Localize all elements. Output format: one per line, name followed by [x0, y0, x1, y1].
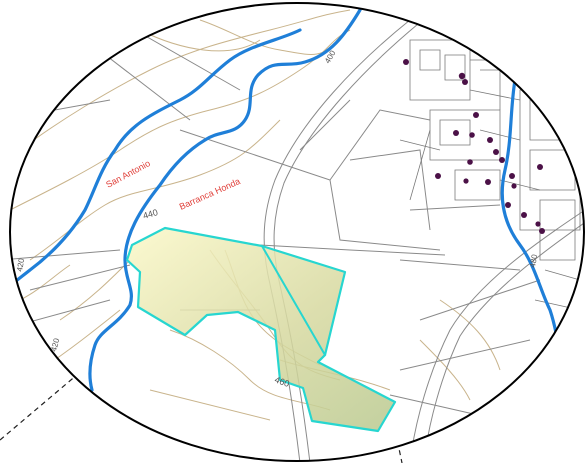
- dot-marker-icon: [539, 228, 545, 234]
- dot-marker-icon: [487, 137, 493, 143]
- dot-marker-icon: [521, 212, 527, 218]
- dot-marker-icon: [493, 149, 499, 155]
- road-label-right: 480: [528, 253, 539, 268]
- dot-marker-icon: [467, 159, 473, 165]
- dot-marker-icon: [499, 157, 505, 163]
- dot-marker-icon: [537, 164, 543, 170]
- dot-marker-icon: [469, 132, 475, 138]
- dot-marker-icon: [453, 130, 459, 136]
- dot-marker-icon: [473, 112, 479, 118]
- leader-line-left: [0, 329, 131, 441]
- dot-marker-icon: [535, 221, 541, 227]
- dot-marker-icon: [509, 173, 515, 179]
- dot-marker-icon: [458, 72, 466, 80]
- contour-label-bottom-left: 420: [49, 337, 61, 353]
- dot-marker-icon: [463, 178, 469, 184]
- rivers: [10, 8, 562, 392]
- dot-marker-icon: [485, 179, 491, 185]
- contour-label-left: 420: [15, 257, 26, 272]
- contour-label-440: 440: [142, 207, 159, 221]
- river-right: [500, 78, 562, 362]
- river-main: [88, 8, 362, 392]
- contour-label-460: 460: [273, 374, 291, 389]
- dot-marker-icon: [505, 202, 511, 208]
- dot-marker-icon: [462, 79, 468, 85]
- dot-marker-icon: [435, 173, 441, 179]
- map-frame-ellipse: [9, 2, 585, 462]
- building-points: [403, 59, 545, 234]
- river-san-antonio: [10, 28, 302, 297]
- dot-marker-icon: [403, 59, 409, 65]
- dot-marker-icon: [511, 183, 517, 189]
- parcel-inner-boundary: [261, 245, 327, 363]
- leader-line-bottom: [391, 414, 403, 463]
